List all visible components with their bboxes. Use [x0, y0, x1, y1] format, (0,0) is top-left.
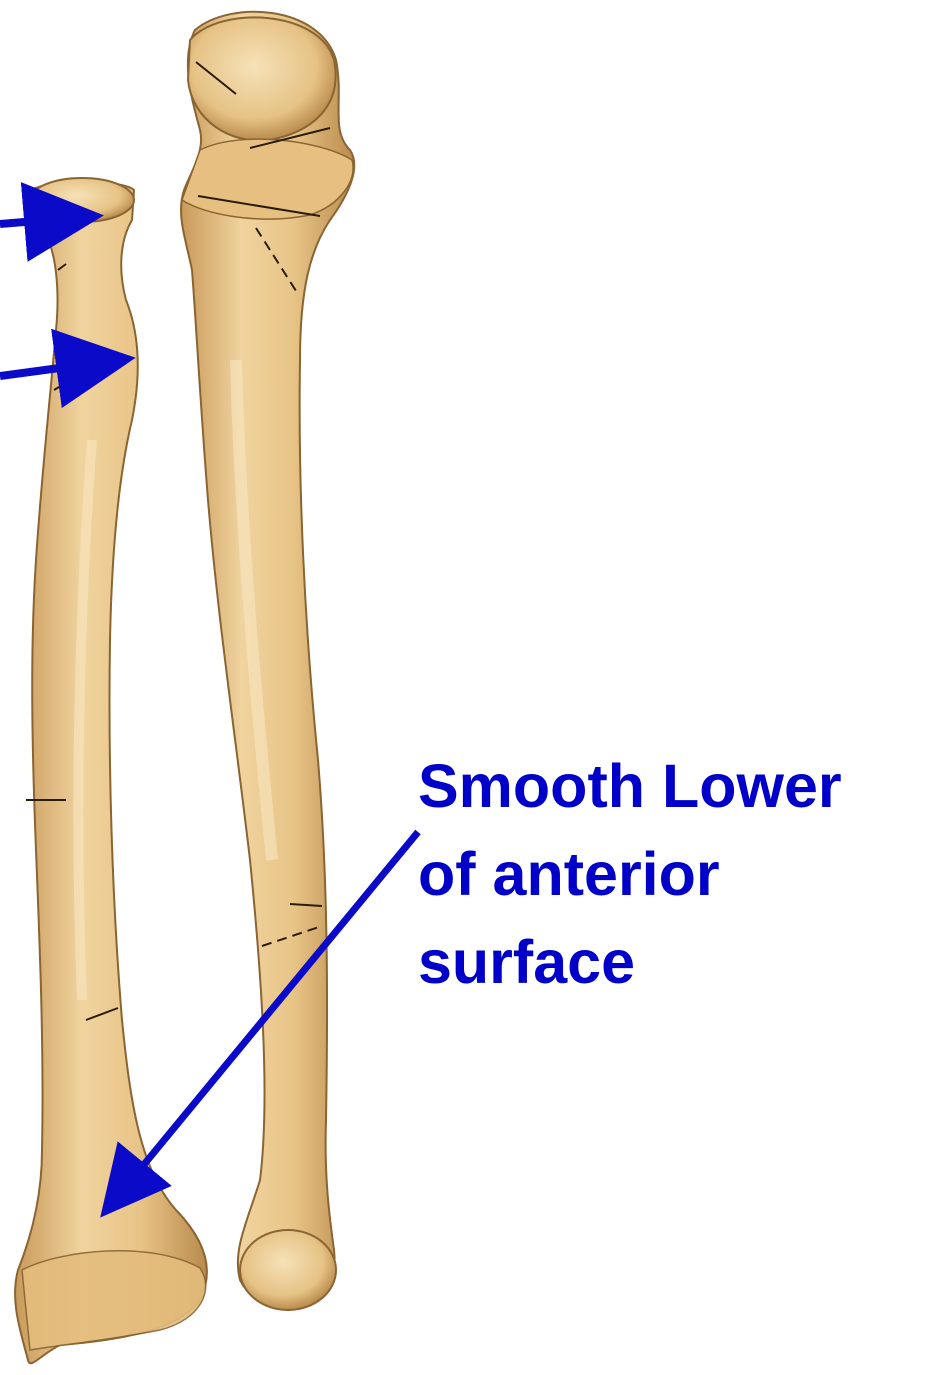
label-line-3: surface — [418, 918, 842, 1006]
label-line-1: Smooth Lower — [418, 742, 842, 830]
ulna-head — [240, 1230, 336, 1310]
ulna-olecranon — [188, 17, 336, 140]
radius-distal-end — [22, 1251, 206, 1350]
radius-shaft — [15, 182, 207, 1363]
radius-head — [30, 178, 134, 222]
anterior-surface-label: Smooth Lower of anterior surface — [418, 742, 842, 1006]
label-line-2: of anterior — [418, 830, 842, 918]
radius-bone — [15, 178, 207, 1363]
